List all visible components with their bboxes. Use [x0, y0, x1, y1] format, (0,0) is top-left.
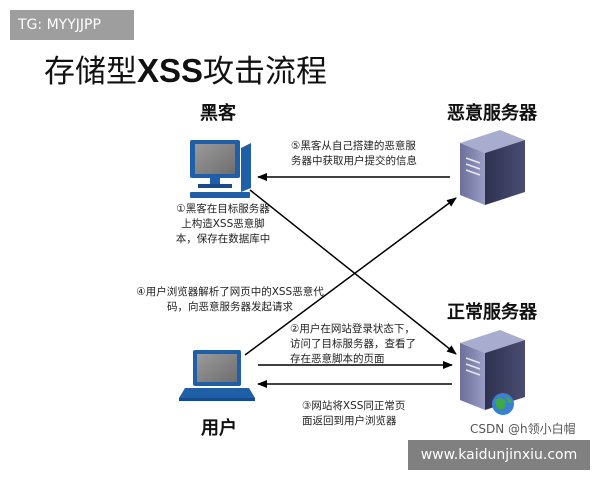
hacker-computer-icon: [190, 140, 251, 198]
step2-line3: 存在恶意脚本的页面: [290, 353, 385, 365]
step2-text: ②用户在网站登录状态下， 访问了目标服务器，查看了 存在恶意脚本的页面: [290, 322, 416, 367]
step5-line1: ⑤黑客从自己搭建的恶意服: [291, 140, 416, 152]
step4-text: ④用户浏览器解析了网页中的XSS恶意代 码，向恶意服务器发起请求: [130, 285, 330, 315]
title-prefix: 存储型: [44, 54, 137, 90]
title-suffix: 攻击流程: [203, 54, 328, 90]
step5-text: ⑤黑客从自己搭建的恶意服 务器中获取用户提交的信息: [291, 139, 417, 169]
arrow-step1: [249, 189, 457, 355]
step1-line3: 本，保存在数据库中: [175, 233, 271, 245]
step1-line1: ①黑客在目标服务器: [176, 203, 270, 215]
step1-line2: 上构造XSS恶意脚: [181, 218, 265, 230]
step3-line1: ③网站将XSS同正常页: [302, 400, 406, 412]
user-computer-icon: [179, 350, 255, 401]
actor-normal-server-label: 正常服务器: [447, 302, 537, 323]
step4-line1: ④用户浏览器解析了网页中的XSS恶意代: [136, 286, 324, 298]
title-bold: XSS: [137, 52, 204, 89]
page-title: 存储型XSS攻击流程: [44, 46, 327, 91]
step2-line2: 访问了目标服务器，查看了: [290, 338, 416, 350]
actor-user-label: 用户: [201, 418, 237, 439]
globe-icon: [492, 393, 514, 415]
step5-line2: 务器中获取用户提交的信息: [291, 155, 417, 167]
arrow-step4: [244, 197, 457, 356]
evil-server-icon: [460, 130, 525, 205]
actor-hacker-label: 黑客: [200, 103, 236, 124]
step1-text: ①黑客在目标服务器 上构造XSS恶意脚 本，保存在数据库中: [168, 202, 278, 247]
step4-line2: 码，向恶意服务器发起请求: [167, 301, 293, 313]
tg-watermark-tag: TG: MYYJJPP: [10, 10, 134, 40]
normal-server-icon: [460, 330, 525, 410]
actor-evil-server-label: 恶意服务器: [447, 103, 537, 124]
step2-line1: ②用户在网站登录状态下，: [290, 323, 415, 335]
site-url-banner: www.kaidunjinxiu.com: [408, 440, 590, 470]
step3-text: ③网站将XSS同正常页 面返回到用户浏览器: [302, 399, 405, 429]
step3-line2: 面返回到用户浏览器: [302, 415, 397, 427]
csdn-watermark: CSDN @h领小白帽: [470, 422, 576, 436]
